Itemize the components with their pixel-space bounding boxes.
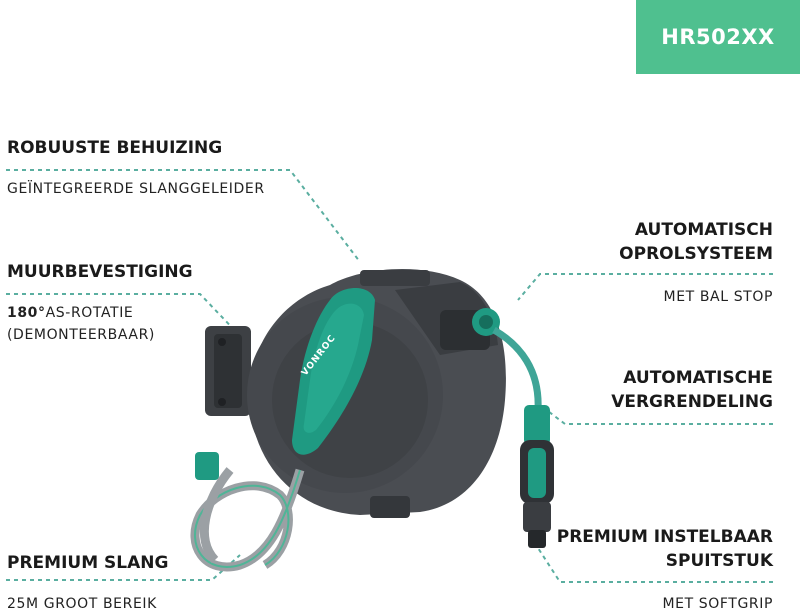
nozzle-title-line2: SPUITSTUK [665, 551, 773, 571]
rewind-detail: MET BAL STOP [663, 289, 773, 305]
model-badge: HR502XX [636, 0, 800, 74]
leader-mount [6, 293, 243, 339]
reel-housing [247, 269, 506, 518]
mount-title: MUURBEVESTIGING [7, 262, 193, 282]
lock-title-line2: VERGRENDELING [611, 392, 773, 412]
leader-housing [6, 169, 361, 263]
mount-detail-line2: (DEMONTEERBAAR) [7, 327, 155, 343]
mount-detail: 180°AS-ROTATIE [7, 304, 133, 323]
lock-title-line1: AUTOMATISCHE [623, 368, 773, 388]
hose-title: PREMIUM SLANG [7, 553, 169, 573]
wall-bracket [205, 326, 251, 416]
hose-detail: 25M GROOT BEREIK [7, 596, 157, 612]
teal-handle-highlight [303, 303, 364, 433]
housing-detail: GEÏNTEGREERDE SLANGGELEIDER [7, 181, 265, 197]
nozzle-detail: MET SOFTGRIP [662, 596, 773, 612]
rewind-title-line1: AUTOMATISCH [634, 220, 773, 240]
leader-lines [6, 169, 773, 583]
rewind-title-line2: OPROLSYSTEEM [619, 244, 773, 264]
mount-rotation-degrees: 180° [7, 305, 46, 321]
leader-rewind [517, 273, 773, 301]
coiled-hose [190, 452, 305, 572]
mount-rotation-label: AS-ROTATIE [45, 305, 134, 321]
housing-title: ROBUUSTE BEHUIZING [7, 138, 223, 158]
leader-lock [539, 404, 773, 425]
spray-nozzle [520, 405, 554, 548]
outlet-hose [472, 308, 542, 411]
nozzle-title-line1: PREMIUM INSTELBAAR [556, 527, 773, 547]
